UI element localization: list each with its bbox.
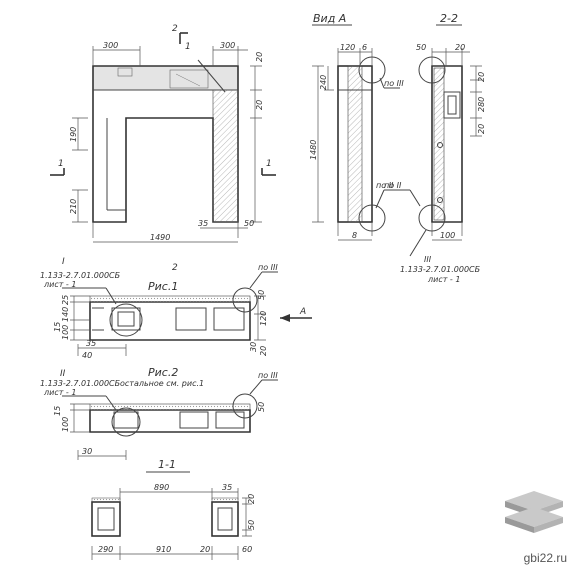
dim-240-viewa: 240 (319, 75, 328, 90)
dim-50-s22: 50 (416, 43, 426, 52)
figure-2-note: остальное см. рис.1 (120, 379, 204, 388)
section-marker-1-left: 1 (58, 159, 64, 169)
dim-6-viewa: 6 (362, 43, 367, 52)
ref1-sheet: лист - 1 (43, 280, 76, 289)
s11-dim-60: 60 (242, 545, 252, 554)
s11-dim-20-bottom: 20 (200, 545, 210, 554)
figure-1 (62, 271, 312, 356)
callout-po-ii-s22: по II (376, 181, 394, 190)
dim-1490: 1490 (150, 233, 170, 242)
section-2-2-title: 2-2 (440, 12, 458, 25)
front-view (50, 32, 276, 243)
fig1-dim-30: 30 (249, 342, 258, 352)
ref3-sheet: лист - 1 (427, 275, 460, 284)
s11-dim-890: 890 (154, 483, 169, 492)
ref2-sheet: лист - 1 (43, 388, 76, 397)
fig1-dim-100: 100 (61, 325, 70, 340)
dim-20-s22-b: 20 (477, 124, 486, 134)
fig2-marker-ii: II (60, 369, 66, 379)
s11-dim-910: 910 (156, 545, 171, 554)
section-1-1-title: 1-1 (158, 458, 176, 471)
fig2-dim-50: 50 (257, 402, 266, 412)
fig1-dim-50: 50 (257, 290, 266, 300)
ref3-code: 1.133-2.7.01.000СБ (400, 265, 481, 274)
fig1-dim-25: 25 (61, 295, 70, 305)
section-marker-2: 2 (172, 24, 178, 34)
fig1-dim-40: 40 (82, 351, 92, 360)
dim-120-viewa: 120 (340, 43, 355, 52)
view-a-title: Вид А (313, 12, 346, 25)
watermark-site: gbi22.ru (523, 551, 567, 565)
s11-dim-35: 35 (222, 483, 232, 492)
dim-35: 35 (198, 219, 208, 228)
fig1-section-marker: 2 (172, 263, 178, 273)
dim-50: 50 (244, 219, 254, 228)
callout-po-ii-viewa: по II (384, 181, 402, 190)
position-marker-1: 1 (185, 42, 191, 52)
dim-300-left: 300 (103, 41, 118, 50)
figure-2-title: Рис.2 (148, 366, 178, 379)
dim-280-s22: 280 (477, 97, 486, 112)
stacked-slabs-icon (499, 487, 569, 567)
s11-dim-50: 50 (247, 520, 256, 530)
dim-8-viewa: 8 (352, 231, 357, 240)
ref2-code: 1.133-2.7.01.000СБ (40, 379, 121, 388)
dim-20-s22-a: 20 (477, 72, 486, 82)
fig1-callout-po-iii: по III (258, 263, 278, 272)
s11-dim-20-side: 20 (247, 494, 256, 504)
fig1-dim-140: 140 (61, 307, 70, 322)
fig1-dim-120: 120 (259, 311, 268, 326)
section-1-1 (91, 471, 252, 560)
dim-100-s22: 100 (440, 231, 455, 240)
dim-300-right: 300 (220, 41, 235, 50)
s11-dim-290: 290 (98, 545, 113, 554)
dim-210: 210 (69, 199, 78, 214)
section-2-2 (396, 48, 482, 257)
fig1-marker-i: I (62, 257, 65, 267)
dim-20-top: 20 (255, 52, 264, 62)
dim-1480-viewa: 1480 (309, 140, 318, 160)
fig1-dim-35: 35 (86, 339, 96, 348)
ref1-code: 1.133-2.7.01.000СБ (40, 271, 121, 280)
fig1-dim-15: 15 (53, 322, 62, 332)
marker-iii-s22: III (424, 255, 432, 264)
fig2-callout-po-iii: по III (258, 371, 278, 380)
section-marker-1-right: 1 (266, 159, 272, 169)
fig2-dim-100: 100 (61, 417, 70, 432)
view-a (312, 48, 400, 241)
fig2-dim-30: 30 (82, 447, 92, 456)
fig2-dim-15: 15 (53, 406, 62, 416)
dim-190: 190 (69, 127, 78, 142)
dim-20-s22-top: 20 (455, 43, 465, 52)
dim-20-mid: 20 (255, 100, 264, 110)
figure-2 (62, 379, 278, 460)
arrow-a-label: А (299, 307, 306, 317)
callout-po-iii-viewa: по III (384, 79, 404, 88)
fig1-dim-20: 20 (259, 346, 268, 356)
figure-1-title: Рис.1 (148, 280, 178, 293)
